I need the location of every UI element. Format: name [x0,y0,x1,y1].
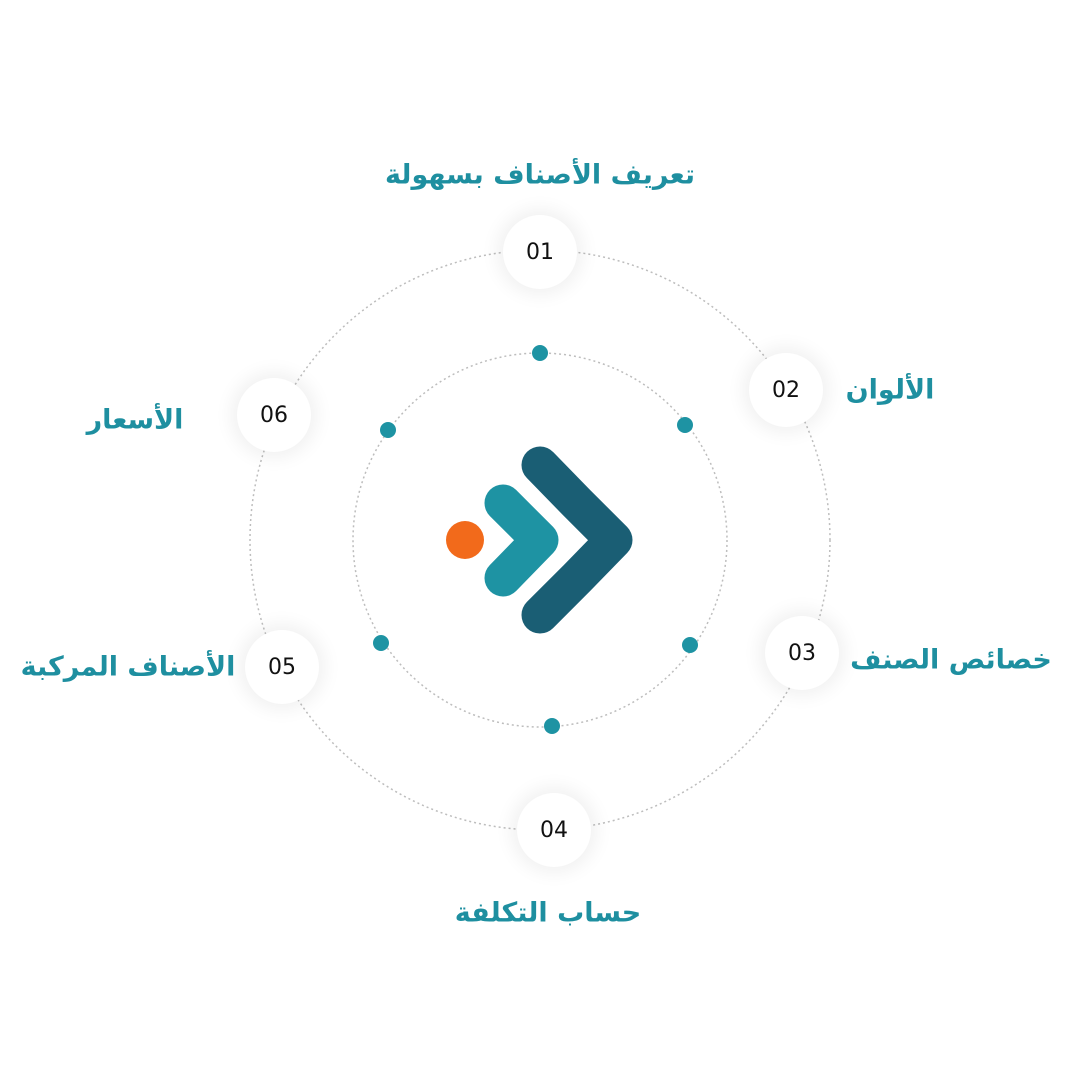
step-label-03: خصائص الصنف [850,644,1052,676]
logo-teal-chevron [484,484,559,597]
ring-dot [544,718,560,734]
step-label-06: الأسعار [86,404,184,436]
ring-dot [532,345,548,361]
step-label-05: الأصناف المركبة [20,651,236,683]
step-badge-03: 03 [765,616,839,690]
ring-dot [380,422,396,438]
logo-dark-chevron [521,446,633,634]
step-badge-01: 01 [503,215,577,289]
step-badge-05: 05 [245,630,319,704]
step-label-01: تعريف الأصناف بسهولة [384,159,696,191]
step-label-04: حساب التكلفة [454,897,642,929]
center-logo [446,446,633,634]
ring-dot [682,637,698,653]
logo-orange-dot [446,521,484,559]
ring-dot [373,635,389,651]
ring-dot [677,417,693,433]
step-badge-02: 02 [749,353,823,427]
step-label-02: الألوان [845,374,935,406]
step-badge-04: 04 [517,793,591,867]
step-badge-06: 06 [237,378,311,452]
